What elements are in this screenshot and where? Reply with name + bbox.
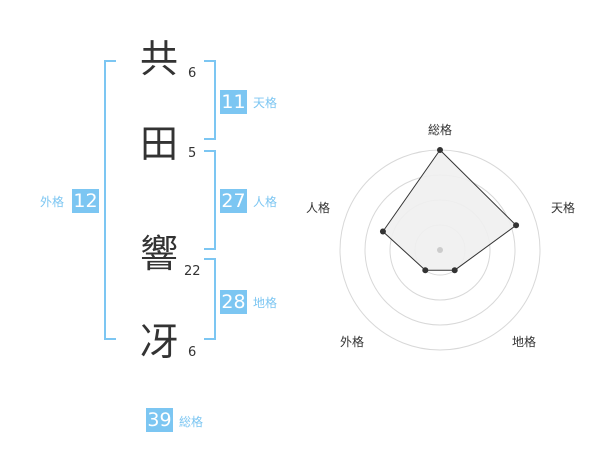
jinkaku-bracket-vertical (214, 150, 216, 250)
radar-point-1 (513, 222, 520, 229)
radar-data-polygon (382, 149, 517, 271)
stroke-count-2: 5 (188, 146, 197, 161)
gaikaku-bracket-vertical (104, 60, 106, 340)
soukaku-score: 39 (146, 408, 173, 432)
radar-axis-label-soukaku: 総格 (428, 123, 453, 137)
radar-point-3 (422, 267, 429, 274)
chikaku-label: 地格 (253, 296, 278, 310)
stroke-count-3: 22 (184, 264, 201, 279)
tenkaku-bracket-bottom (204, 138, 216, 140)
name-char-1: 共 (140, 37, 179, 81)
radar-axis-label-tenkaku: 天格 (551, 201, 576, 215)
name-char-3: 響 (140, 232, 179, 276)
jinkaku-bracket-bottom (204, 248, 216, 250)
radar-axis-label-gaikaku: 外格 (340, 335, 365, 349)
stroke-count-1: 6 (188, 66, 197, 81)
tenkaku-bracket-top (204, 60, 216, 62)
radar-point-4 (379, 228, 386, 235)
soukaku-label: 総格 (179, 415, 204, 429)
tenkaku-score: 11 (220, 90, 247, 114)
gaikaku-bracket-top (104, 60, 116, 62)
stroke-count-4: 6 (188, 345, 197, 360)
name-char-4: 冴 (140, 320, 179, 364)
radar-center-dot (437, 247, 443, 253)
chikaku-bracket-vertical (214, 258, 216, 340)
radar-axis-label-chikaku: 地格 (512, 335, 537, 349)
radar-point-2 (451, 267, 458, 274)
chikaku-bracket-top (204, 258, 216, 260)
gaikaku-score: 12 (72, 189, 99, 213)
radar-axis-label-jinkaku: 人格 (306, 201, 331, 215)
jinkaku-label: 人格 (253, 195, 278, 209)
tenkaku-label: 天格 (253, 96, 278, 110)
tenkaku-bracket-vertical (214, 60, 216, 140)
radar-point-0 (437, 147, 443, 153)
gaikaku-label: 外格 (40, 195, 65, 209)
chikaku-bracket-bottom (204, 338, 216, 340)
jinkaku-bracket-top (204, 150, 216, 152)
jinkaku-score: 27 (220, 189, 247, 213)
chikaku-score: 28 (220, 290, 247, 314)
name-char-2: 田 (140, 122, 179, 166)
gaikaku-bracket-bottom (104, 338, 116, 340)
